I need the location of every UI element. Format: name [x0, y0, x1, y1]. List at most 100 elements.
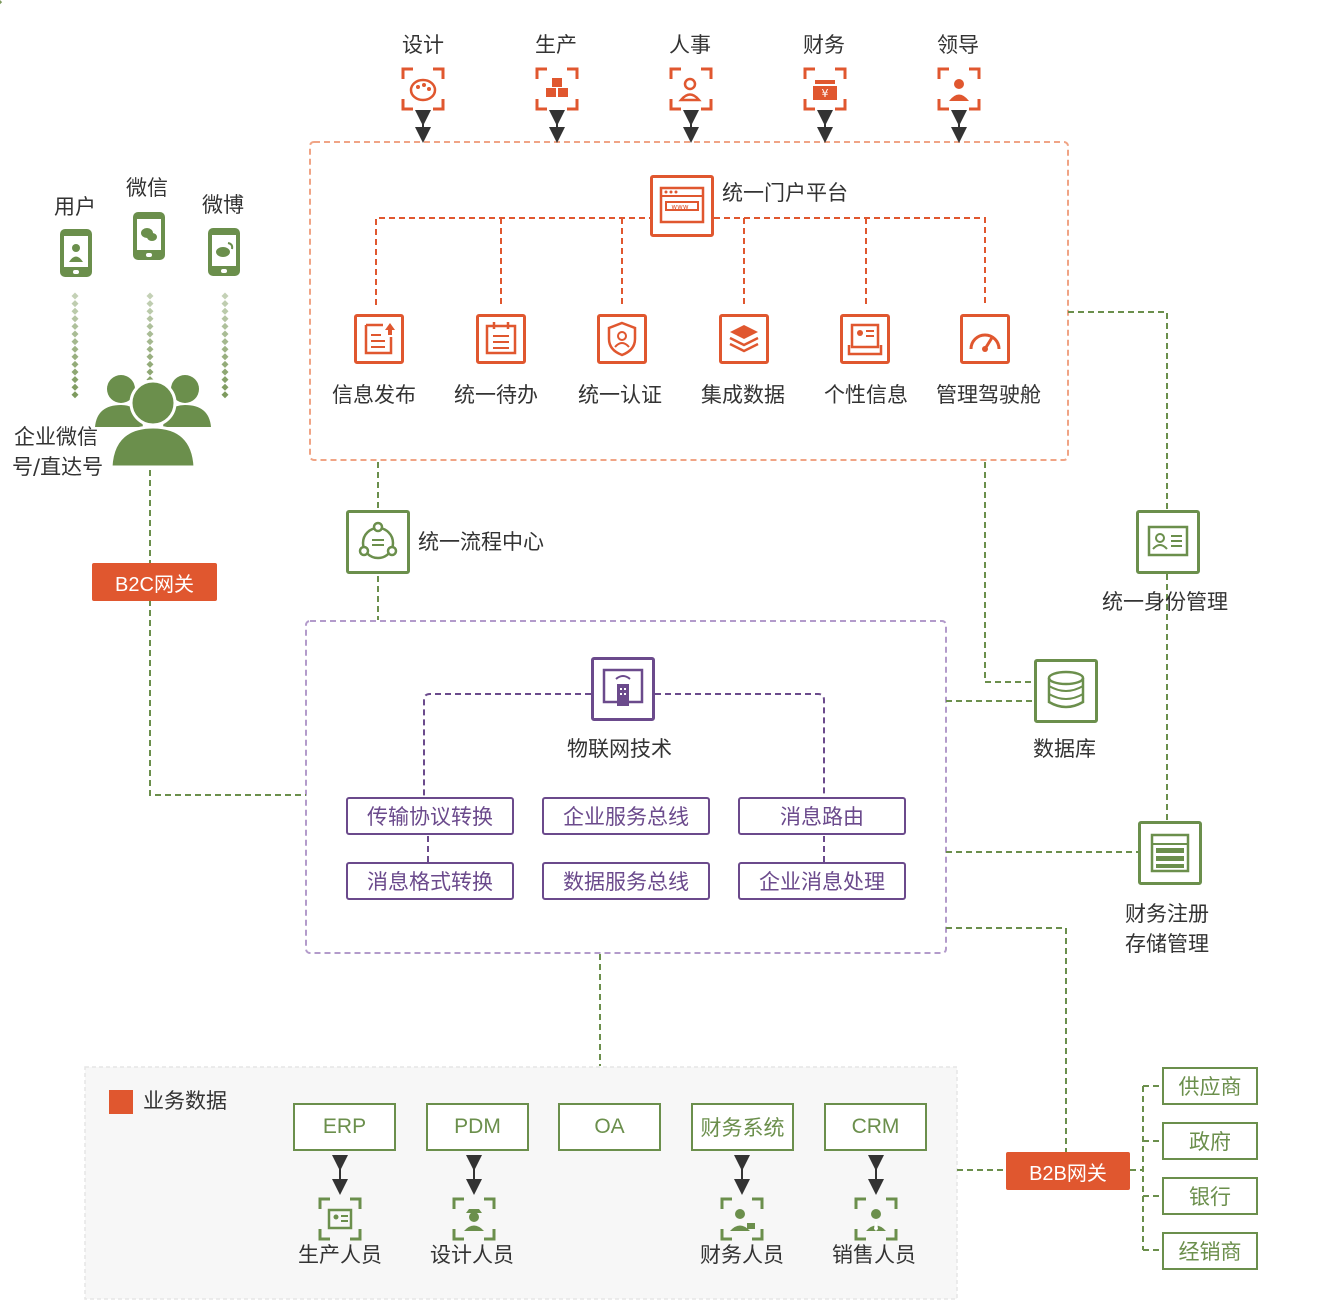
system-oa: OA — [558, 1103, 661, 1151]
chain-diamond — [71, 345, 79, 353]
chain-diamond — [221, 307, 229, 315]
chain-diamond — [71, 360, 79, 368]
channel-label-wechat: 微信 — [126, 176, 168, 200]
b2c-gateway: B2C网关 — [92, 563, 217, 601]
chain-diamond — [71, 330, 79, 338]
chain-diamond — [146, 322, 154, 330]
green-links — [149, 311, 1168, 1251]
process-center-icon — [346, 510, 410, 574]
palette-icon — [401, 67, 445, 111]
chain-diamond — [221, 376, 229, 384]
portal-module-personal: 个性信息 — [824, 383, 908, 407]
iot-item-protocol: 传输协议转换 — [346, 797, 514, 835]
partner-supplier: 供应商 — [1162, 1067, 1258, 1105]
partner-government: 政府 — [1162, 1122, 1258, 1160]
publish-icon — [354, 314, 404, 364]
staff-production: 生产人员 — [298, 1243, 382, 1267]
portal-tree — [375, 217, 986, 305]
iot-title: 物联网技术 — [567, 737, 672, 761]
money-icon: ¥ — [803, 67, 847, 111]
staff-sales: 销售人员 — [832, 1243, 916, 1267]
iot-item-dsb: 数据服务总线 — [542, 862, 710, 900]
role-arrows — [415, 110, 967, 143]
auth-shield-icon — [597, 314, 647, 364]
chain-diamond — [221, 345, 229, 353]
chain-diamond — [221, 353, 229, 361]
finance-storage-icon — [1138, 821, 1202, 885]
group-users-icon — [95, 375, 211, 469]
person-icon — [669, 67, 713, 111]
sales-staff-icon — [854, 1197, 898, 1241]
business-legend-swatch — [109, 1090, 133, 1114]
portal-module-cockpit: 管理驾驶舱 — [936, 383, 1041, 407]
business-legend-label: 业务数据 — [143, 1089, 227, 1113]
weibo-phone-icon — [208, 228, 240, 276]
staff-finance: 财务人员 — [700, 1243, 784, 1267]
chain-diamond — [221, 383, 229, 391]
process-center-label: 统一流程中心 — [418, 530, 544, 554]
chain-diamond — [71, 292, 79, 300]
enterprise-account-line2: 号/直达号 — [12, 455, 104, 479]
layers-icon — [719, 314, 769, 364]
chain-diamond — [146, 300, 154, 308]
chain-diamond — [146, 345, 154, 353]
channel-label-weibo: 微博 — [202, 193, 244, 217]
iot-item-format: 消息格式转换 — [346, 862, 514, 900]
chain-diamond — [221, 300, 229, 308]
chain-diamond — [71, 322, 79, 330]
chain-diamond — [71, 338, 79, 346]
chain-diamond — [71, 391, 79, 399]
role-label-leader: 领导 — [937, 33, 979, 57]
portal-module-auth: 统一认证 — [578, 383, 662, 407]
b2b-gateway: B2B网关 — [1006, 1152, 1130, 1190]
partner-bank: 银行 — [1162, 1177, 1258, 1215]
chain-diamond — [146, 353, 154, 361]
chain-diamond — [146, 330, 154, 338]
iot-item-routing: 消息路由 — [738, 797, 906, 835]
partner-dealer: 经销商 — [1162, 1232, 1258, 1270]
role-label-design: 设计 — [402, 33, 444, 57]
finance-staff-icon — [720, 1197, 764, 1241]
identity-card-icon — [1136, 510, 1200, 574]
portal-title: 统一门户平台 — [722, 181, 848, 205]
leader-icon — [937, 67, 981, 111]
design-staff-icon — [452, 1197, 496, 1241]
chain-diamond — [146, 315, 154, 323]
chain-diamond — [71, 376, 79, 384]
iot-item-esb: 企业服务总线 — [542, 797, 710, 835]
dashboard-gauge-icon — [960, 314, 1010, 364]
boxes-icon — [535, 67, 579, 111]
chain-diamond — [146, 368, 154, 376]
database-icon — [1034, 659, 1098, 723]
chain-diamond — [146, 360, 154, 368]
chain-diamond — [146, 307, 154, 315]
portal-module-integration: 集成数据 — [701, 383, 785, 407]
finance-storage-line1: 财务注册 — [1125, 902, 1209, 926]
chain-diamond — [221, 292, 229, 300]
identity-label: 统一身份管理 — [1102, 590, 1228, 614]
portal-module-todo: 统一待办 — [454, 383, 538, 407]
production-staff-icon — [318, 1197, 362, 1241]
finance-storage-line2: 存储管理 — [1125, 932, 1209, 956]
iot-item-message: 企业消息处理 — [738, 862, 906, 900]
enterprise-account-line1: 企业微信 — [14, 425, 98, 449]
chain-diamond — [221, 315, 229, 323]
diamond-chains — [0, 0, 3, 8]
chain-diamond — [221, 360, 229, 368]
role-label-finance: 财务 — [803, 33, 845, 57]
iot-device-icon — [591, 657, 655, 721]
database-label: 数据库 — [1033, 737, 1096, 761]
role-label-hr: 人事 — [669, 33, 711, 57]
svg-text:www: www — [671, 203, 688, 211]
chain-diamond — [71, 307, 79, 315]
business-arrows — [332, 1155, 884, 1195]
chain-diamond — [146, 292, 154, 300]
role-label-production: 生产 — [535, 33, 577, 57]
channel-label-user: 用户 — [54, 195, 96, 219]
portal-module-publish: 信息发布 — [332, 383, 416, 407]
chain-diamond — [71, 368, 79, 376]
svg-text:¥: ¥ — [822, 87, 829, 100]
chain-diamond — [221, 330, 229, 338]
iot-tree — [423, 693, 825, 862]
todo-icon — [476, 314, 526, 364]
